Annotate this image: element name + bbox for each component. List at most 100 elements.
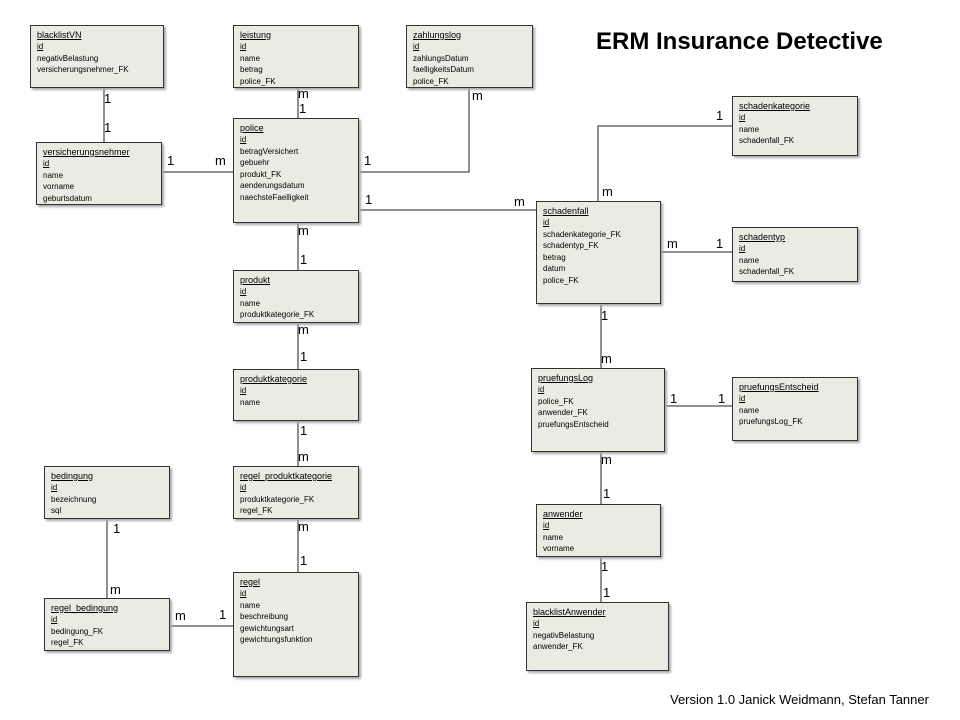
- primary-key-attribute: id: [538, 385, 545, 394]
- entity-attribute: vorname: [43, 182, 75, 191]
- card-anwender-1-top: 1: [603, 486, 611, 501]
- entity-name: blacklistAnwender: [533, 607, 606, 617]
- card-versicherungsnehmer-1-top: 1: [104, 120, 112, 135]
- primary-key-attribute: id: [240, 386, 247, 395]
- entity-bedingung[interactable]: bedingung id bezeichnung sql: [44, 466, 170, 519]
- card-pruefungsEntscheid-1: 1: [718, 391, 726, 406]
- primary-key-attribute: id: [413, 42, 420, 51]
- primary-key-attribute: id: [51, 615, 58, 624]
- card-schadenfall-1-bottom: 1: [601, 308, 609, 323]
- entity-name: anwender: [543, 509, 583, 519]
- entity-attribute: regel_FK: [240, 506, 273, 515]
- entity-name: schadenkategorie: [739, 101, 811, 111]
- card-pruefungsLog-m-top: m: [601, 351, 612, 366]
- card-schadenfall-m-left: m: [514, 194, 525, 209]
- entity-name: regel_produktkategorie: [240, 471, 333, 481]
- entity-attribute: name: [240, 298, 261, 308]
- primary-key-attribute: id: [240, 589, 247, 598]
- entity-attribute: name: [240, 600, 261, 610]
- card-schadenkategorie-1: 1: [716, 108, 724, 123]
- entity-attribute: negativBelastung: [533, 630, 595, 640]
- entity-attribute: produkt_FK: [240, 169, 282, 179]
- card-police-1-zahlung: 1: [364, 153, 372, 168]
- card-schadenfall-m-right: m: [667, 236, 678, 251]
- card-produkt-1-top: 1: [300, 252, 308, 267]
- card-produktkategorie-1-bottom: 1: [300, 423, 308, 438]
- card-blacklistAnwender-1-top: 1: [603, 585, 611, 600]
- entity-attribute: name: [543, 532, 564, 542]
- entity-attribute: police_FK: [543, 275, 579, 285]
- entity-name: zahlungslog: [413, 30, 462, 40]
- primary-key-attribute: id: [240, 42, 247, 51]
- entity-attribute: police_FK: [538, 396, 574, 406]
- entity-attribute: produktkategorie_FK: [240, 310, 315, 319]
- primary-key-attribute: id: [240, 287, 247, 296]
- entity-attribute: police_FK: [413, 76, 449, 86]
- entity-name: schadentyp: [739, 232, 786, 242]
- card-schadenfall-m-top: m: [602, 184, 613, 199]
- primary-key-attribute: id: [739, 113, 746, 122]
- entity-schadenkategorie[interactable]: schadenkategorie id name schadenfall_FK: [732, 96, 858, 156]
- entity-attribute: name: [739, 405, 760, 415]
- entity-attribute: geburtsdatum: [43, 193, 92, 203]
- entity-attribute: pruefungsEntscheid: [538, 419, 609, 429]
- card-regel_bedingung-m-right: m: [175, 608, 186, 623]
- entity-attribute: name: [43, 170, 64, 180]
- primary-key-attribute: id: [37, 42, 44, 51]
- entity-attribute: police_FK: [240, 76, 276, 86]
- card-pruefungsLog-m-bottom: m: [601, 452, 612, 467]
- card-regel_bedingung-m-top: m: [110, 582, 121, 597]
- entity-name: regel: [240, 577, 261, 587]
- entity-attribute: anwender_FK: [533, 642, 583, 651]
- primary-key-attribute: id: [43, 159, 50, 168]
- primary-key-attribute: id: [739, 394, 746, 403]
- entity-attribute: zahlungsDatum: [413, 53, 469, 63]
- entity-attribute: name: [739, 124, 760, 134]
- entity-attribute: gewichtungsfunktion: [240, 635, 313, 644]
- card-police-1-top: 1: [299, 101, 307, 116]
- entity-attribute: schadenfall_FK: [739, 136, 795, 145]
- entity-attribute: betrag: [543, 252, 566, 262]
- card-schadentyp-1: 1: [716, 236, 724, 251]
- primary-key-attribute: id: [51, 483, 58, 492]
- entity-name: pruefungsEntscheid: [739, 382, 819, 392]
- entity-pruefungsEntscheid[interactable]: pruefungsEntscheid id name pruefungsLog_FK: [732, 377, 858, 441]
- entity-attribute: bedingung_FK: [51, 626, 104, 636]
- entity-name: bedingung: [51, 471, 94, 481]
- entity-attribute: name: [240, 53, 261, 63]
- entity-attribute: sql: [51, 506, 62, 515]
- entity-attribute: bezeichnung: [51, 494, 97, 504]
- card-police-1-schaden: 1: [365, 192, 373, 207]
- entity-attribute: regel_FK: [51, 638, 84, 647]
- primary-key-attribute: id: [543, 521, 550, 530]
- entity-name: regel_bedingung: [51, 603, 119, 613]
- card-zahlungslog-m: m: [472, 88, 483, 103]
- entity-attribute: pruefungsLog_FK: [739, 417, 803, 426]
- card-anwender-1-bottom: 1: [601, 559, 609, 574]
- entity-name: leistung: [240, 30, 272, 40]
- card-bedingung-1: 1: [113, 521, 121, 536]
- card-pruefungsLog-1-right: 1: [670, 391, 678, 406]
- card-leistung-m: m: [298, 86, 309, 101]
- entity-name: pruefungsLog: [538, 373, 594, 383]
- entity-name: schadenfall: [543, 206, 589, 216]
- primary-key-attribute: id: [739, 244, 746, 253]
- card-regel_produktkategorie-m-top: m: [298, 449, 309, 464]
- card-regel-1-top: 1: [300, 553, 308, 568]
